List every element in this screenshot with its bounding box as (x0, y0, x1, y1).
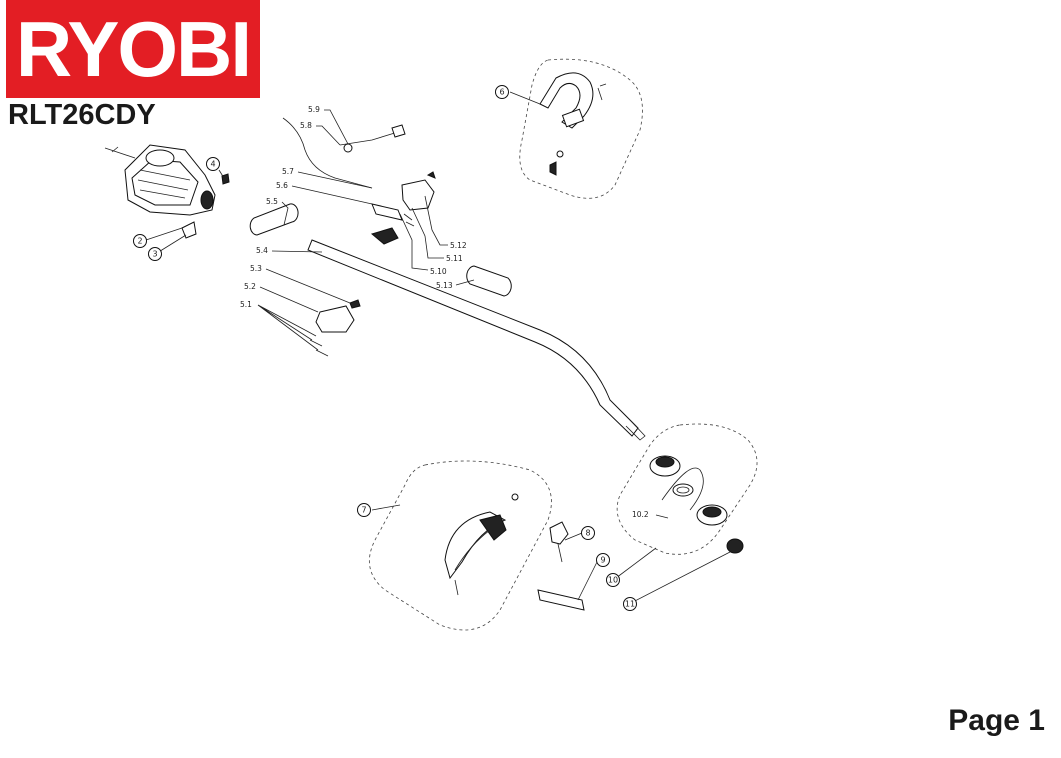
svg-text:6: 6 (499, 88, 504, 97)
callout-2: 2 (133, 234, 147, 248)
spanner-and-bolt (537, 521, 585, 611)
drive-shaft (307, 239, 646, 441)
handle-group-outline (519, 58, 643, 199)
label-5-5: 5.5 (266, 197, 278, 206)
callout-6: 6 (495, 85, 509, 99)
logo-text: RYOBI (15, 5, 252, 93)
callout-8: 8 (581, 526, 595, 540)
label-5-8: 5.8 (300, 121, 312, 130)
grip-tubes (249, 203, 512, 297)
label-5-13: 5.13 (436, 281, 453, 290)
callout-9: 9 (596, 553, 610, 567)
callout-11: 11 (623, 597, 637, 611)
engine-assembly (104, 144, 230, 239)
svg-text:8: 8 (585, 529, 590, 538)
guard-group-outline (368, 460, 552, 631)
svg-text:4: 4 (210, 160, 215, 169)
loop-handle (539, 72, 607, 176)
ryobi-logo: RYOBI (6, 0, 260, 98)
label-5-3: 5.3 (250, 264, 262, 273)
leader-lines (145, 91, 731, 603)
grass-guard (444, 493, 519, 596)
label-5-4: 5.4 (256, 246, 268, 255)
label-5-2: 5.2 (244, 282, 256, 291)
label-5-7: 5.7 (282, 167, 294, 176)
label-5-12: 5.12 (450, 241, 467, 250)
label-5-10: 5.10 (430, 267, 447, 276)
throttle-assembly (282, 117, 436, 245)
svg-text:11: 11 (625, 600, 635, 609)
svg-text:7: 7 (361, 506, 366, 515)
callout-4: 4 (206, 157, 220, 171)
spool-group-outline (616, 423, 758, 555)
label-5-11: 5.11 (446, 254, 463, 263)
svg-text:10: 10 (608, 576, 618, 585)
svg-text:9: 9 (600, 556, 605, 565)
callout-7: 7 (357, 503, 371, 517)
callout-3: 3 (148, 247, 162, 261)
svg-text:3: 3 (152, 250, 157, 259)
svg-text:2: 2 (137, 237, 142, 246)
page-number: Page 1 (948, 704, 1045, 737)
label-5-9: 5.9 (308, 105, 320, 114)
trimmer-head (649, 455, 744, 554)
label-5-6: 5.6 (276, 181, 288, 190)
model-title: RLT26CDY (8, 99, 156, 131)
label-5-1: 5.1 (240, 300, 252, 309)
label-10-2: 10.2 (632, 510, 649, 519)
callout-10: 10 (606, 573, 620, 587)
switch-housing (304, 299, 361, 357)
